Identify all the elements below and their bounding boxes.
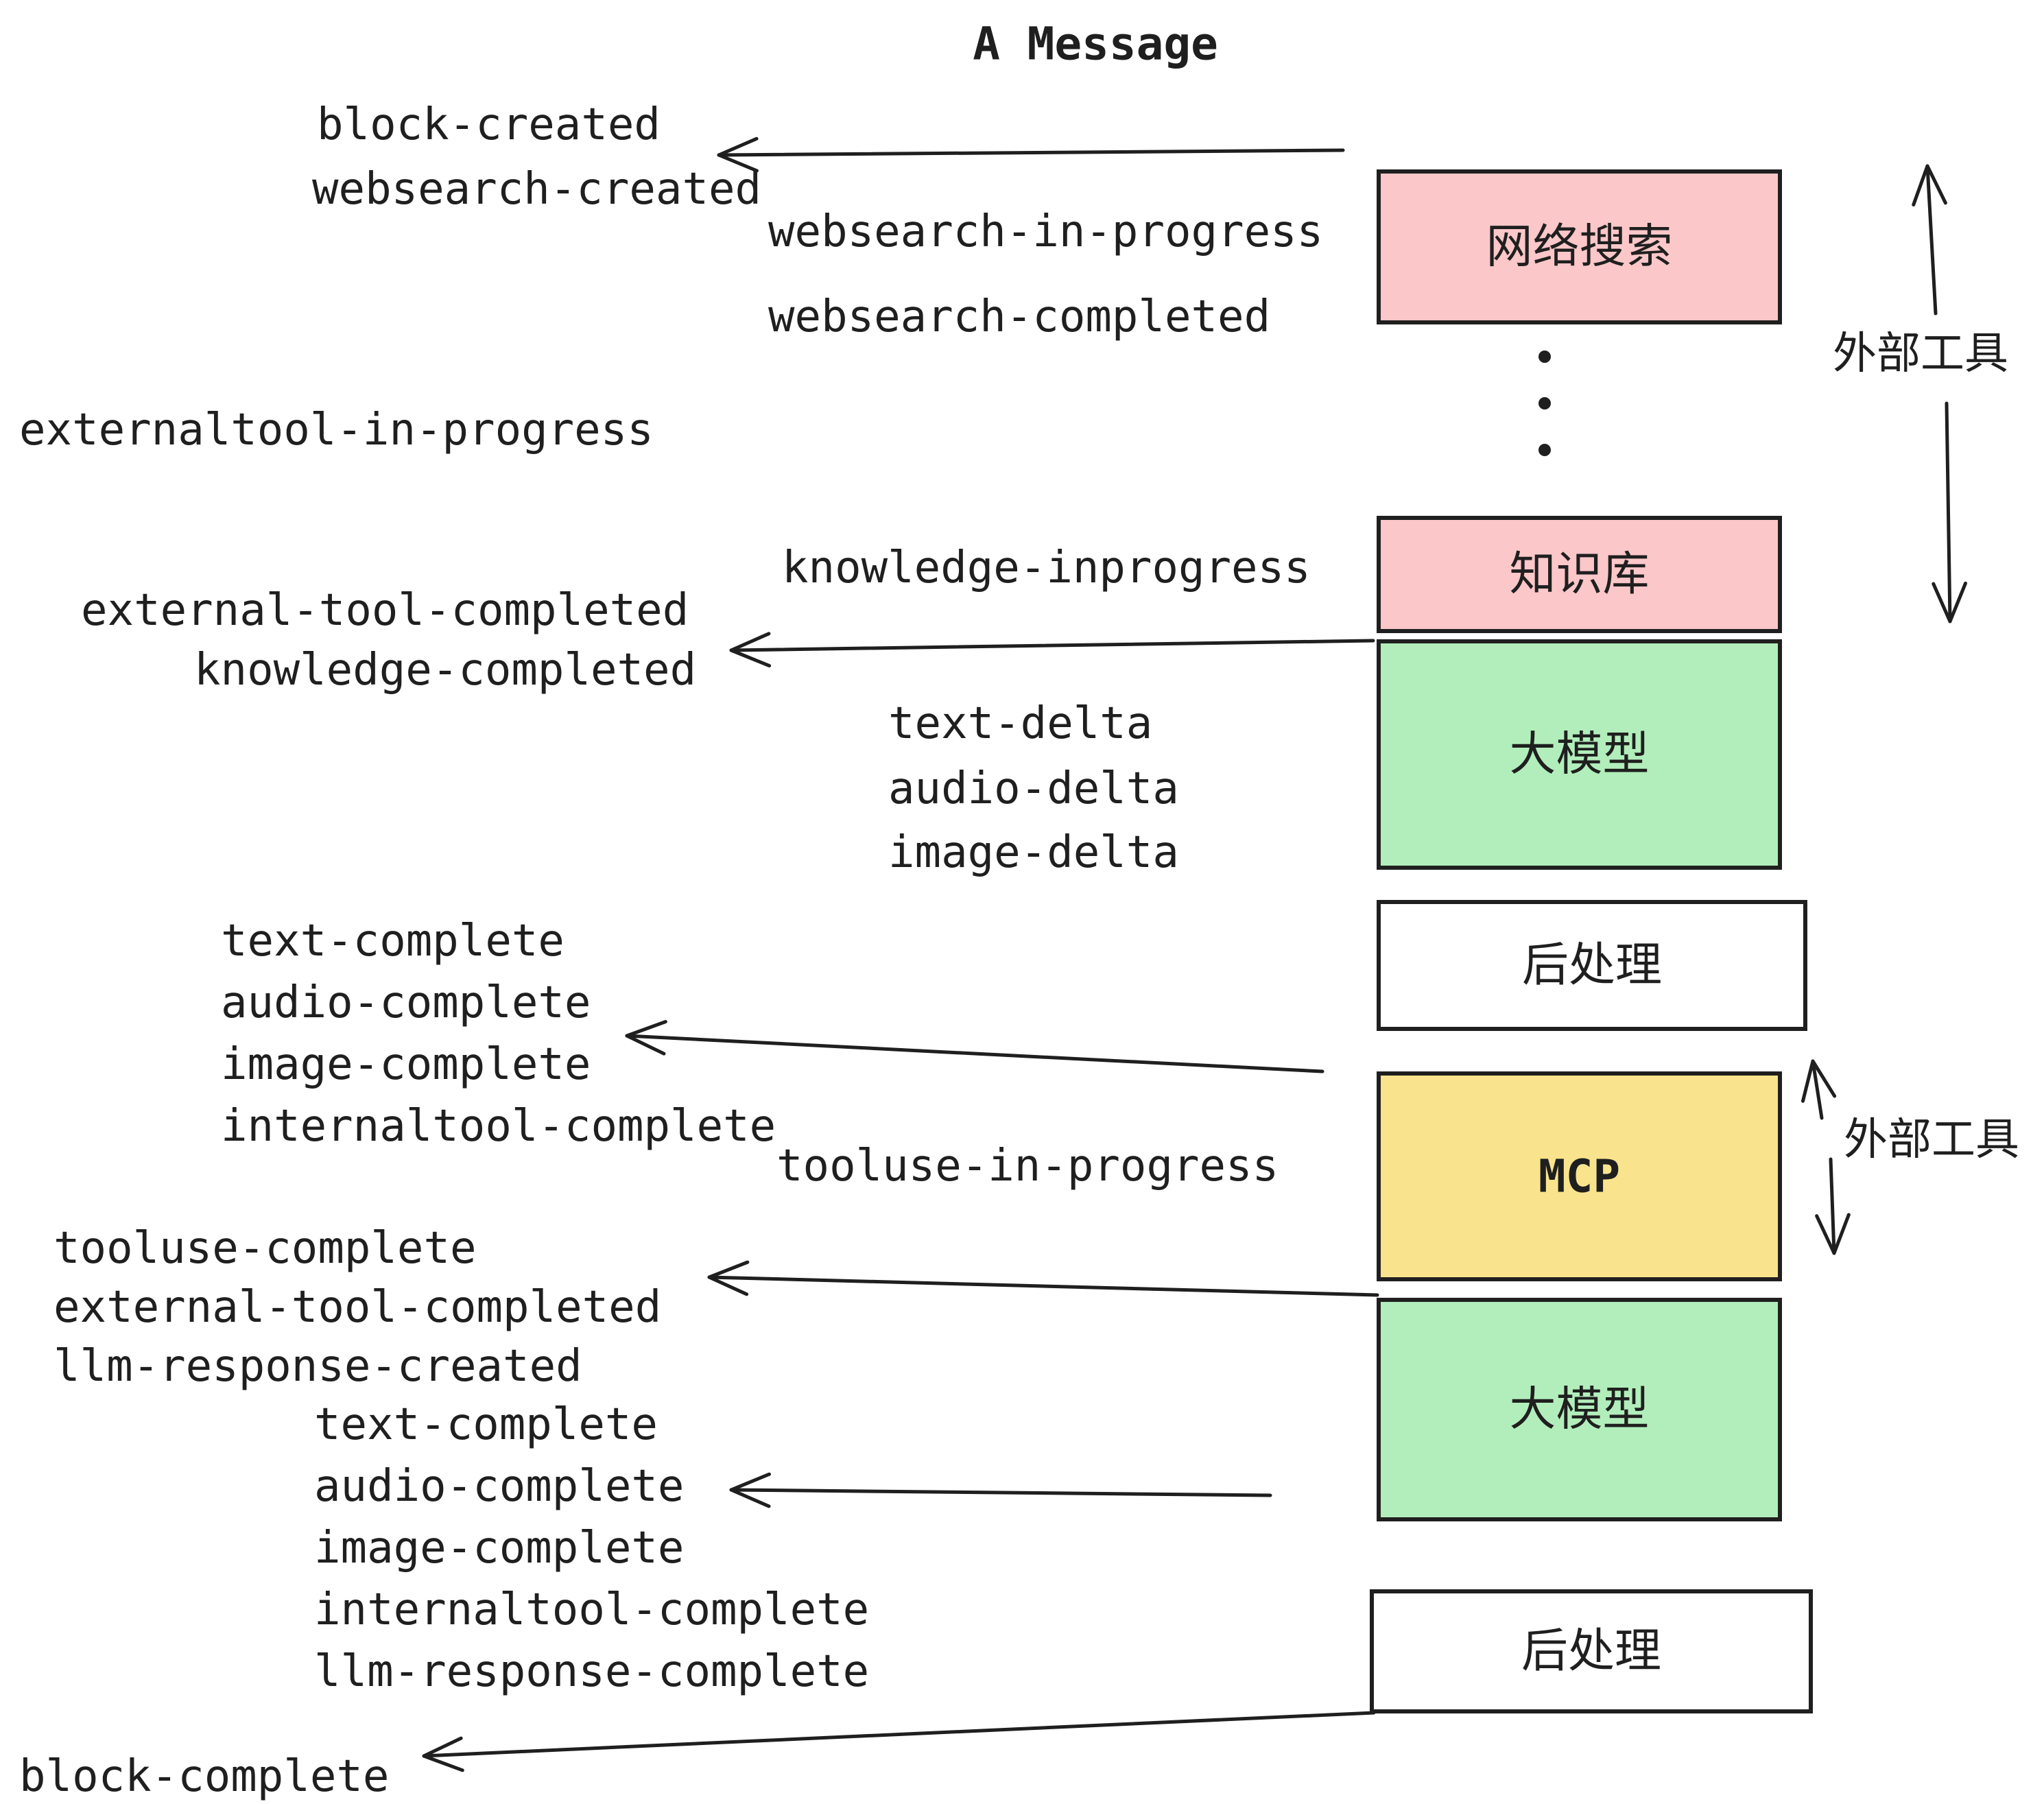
- event-label: audio-complete: [314, 1461, 684, 1512]
- event-label: block-created: [317, 99, 661, 150]
- flow-arrow-line: [1829, 1157, 1836, 1255]
- process-box-rect: [1377, 639, 1782, 870]
- flow-arrow-head: [707, 1260, 750, 1296]
- event-label: image-complete: [314, 1523, 684, 1574]
- process-box-rect: [1377, 1298, 1782, 1521]
- process-box-label: 网络搜索: [1486, 220, 1672, 274]
- flow-arrow: [1912, 164, 1947, 316]
- ellipsis-dot: [1538, 444, 1551, 456]
- process-box-label: 知识库: [1509, 547, 1649, 602]
- process-box-label: 大模型: [1509, 728, 1649, 782]
- flow-arrow-head: [625, 1019, 667, 1056]
- process-box: 后处理: [1370, 1589, 1813, 1713]
- ellipsis-dot: [1538, 397, 1551, 410]
- event-label: text-complete: [314, 1399, 658, 1450]
- event-label: audio-delta: [888, 763, 1179, 814]
- flow-arrow-line: [1945, 401, 1952, 624]
- flow-arrow: [1932, 401, 1967, 624]
- flow-arrow: [422, 1711, 1376, 1772]
- flow-arrow: [625, 1019, 1324, 1073]
- flow-arrow-line: [707, 1275, 1379, 1297]
- event-label: external-tool-completed: [81, 585, 689, 636]
- flow-arrow-head: [729, 632, 772, 668]
- ellipsis-dot: [1538, 351, 1551, 363]
- process-box-label: 后处理: [1522, 938, 1662, 993]
- diagram-title: A Message: [973, 18, 1218, 71]
- flow-arrow-head: [422, 1736, 464, 1772]
- process-box-rect: [1370, 1589, 1813, 1713]
- event-label: llm-response-created: [54, 1341, 582, 1392]
- event-label: websearch-created: [312, 164, 761, 215]
- event-label: text-complete: [221, 916, 565, 966]
- process-box: 大模型: [1377, 1298, 1782, 1521]
- flow-arrow: [729, 632, 1375, 668]
- flow-arrow-head: [729, 1472, 771, 1508]
- flow-arrow-line: [1811, 1059, 1824, 1120]
- external-tools-label: 外部工具: [1844, 1115, 2019, 1165]
- process-box: MCP: [1377, 1071, 1782, 1281]
- flow-arrow: [1815, 1157, 1851, 1255]
- flow-arrow: [707, 1260, 1379, 1297]
- event-label: tooluse-complete: [54, 1223, 477, 1274]
- event-label: text-delta: [888, 698, 1152, 749]
- event-label: websearch-completed: [768, 292, 1270, 342]
- process-box-rect: [1377, 1071, 1782, 1281]
- process-box: 网络搜索: [1377, 169, 1782, 324]
- process-box: 后处理: [1377, 900, 1807, 1031]
- process-box-label: MCP: [1538, 1150, 1620, 1203]
- flow-arrow: [729, 1472, 1272, 1508]
- flow-arrow-head: [1815, 1213, 1851, 1255]
- event-label: external-tool-completed: [54, 1282, 661, 1333]
- flow-arrow-head: [1801, 1059, 1837, 1103]
- flow-arrow-line: [422, 1711, 1376, 1758]
- event-label: knowledge-completed: [194, 645, 696, 696]
- flow-arrow-head: [1912, 164, 1947, 206]
- flow-arrow-line: [717, 148, 1345, 157]
- process-box-label: 大模型: [1509, 1383, 1649, 1437]
- event-label: tooluse-in-progress: [776, 1141, 1279, 1191]
- event-label: image-delta: [888, 827, 1179, 878]
- flow-arrow: [1801, 1059, 1837, 1120]
- event-label: llm-response-complete: [314, 1646, 869, 1697]
- flow-arrow-line: [625, 1034, 1324, 1073]
- external-tools-label: 外部工具: [1833, 329, 2008, 379]
- process-box-label: 后处理: [1521, 1624, 1661, 1678]
- flow-arrow-head: [1932, 581, 1967, 624]
- process-box-rect: [1377, 169, 1782, 324]
- process-box: 大模型: [1377, 639, 1782, 870]
- event-label: image-complete: [221, 1039, 591, 1090]
- flow-arrow-line: [1925, 164, 1938, 316]
- event-label: audio-complete: [221, 977, 591, 1028]
- flow-arrow-line: [729, 639, 1375, 652]
- event-label: internaltool-complete: [221, 1101, 776, 1152]
- flow-arrow-head: [717, 137, 759, 173]
- process-box-rect: [1377, 900, 1807, 1031]
- flow-arrow: [717, 137, 1345, 173]
- process-box: 知识库: [1377, 516, 1782, 633]
- event-label: websearch-in-progress: [768, 206, 1323, 257]
- process-box-rect: [1377, 516, 1782, 633]
- event-label: block-complete: [19, 1751, 389, 1802]
- event-label: knowledge-inprogress: [782, 543, 1311, 593]
- event-label: internaltool-complete: [314, 1585, 869, 1635]
- flow-arrow-line: [729, 1488, 1272, 1497]
- event-label: externaltool-in-progress: [19, 405, 654, 455]
